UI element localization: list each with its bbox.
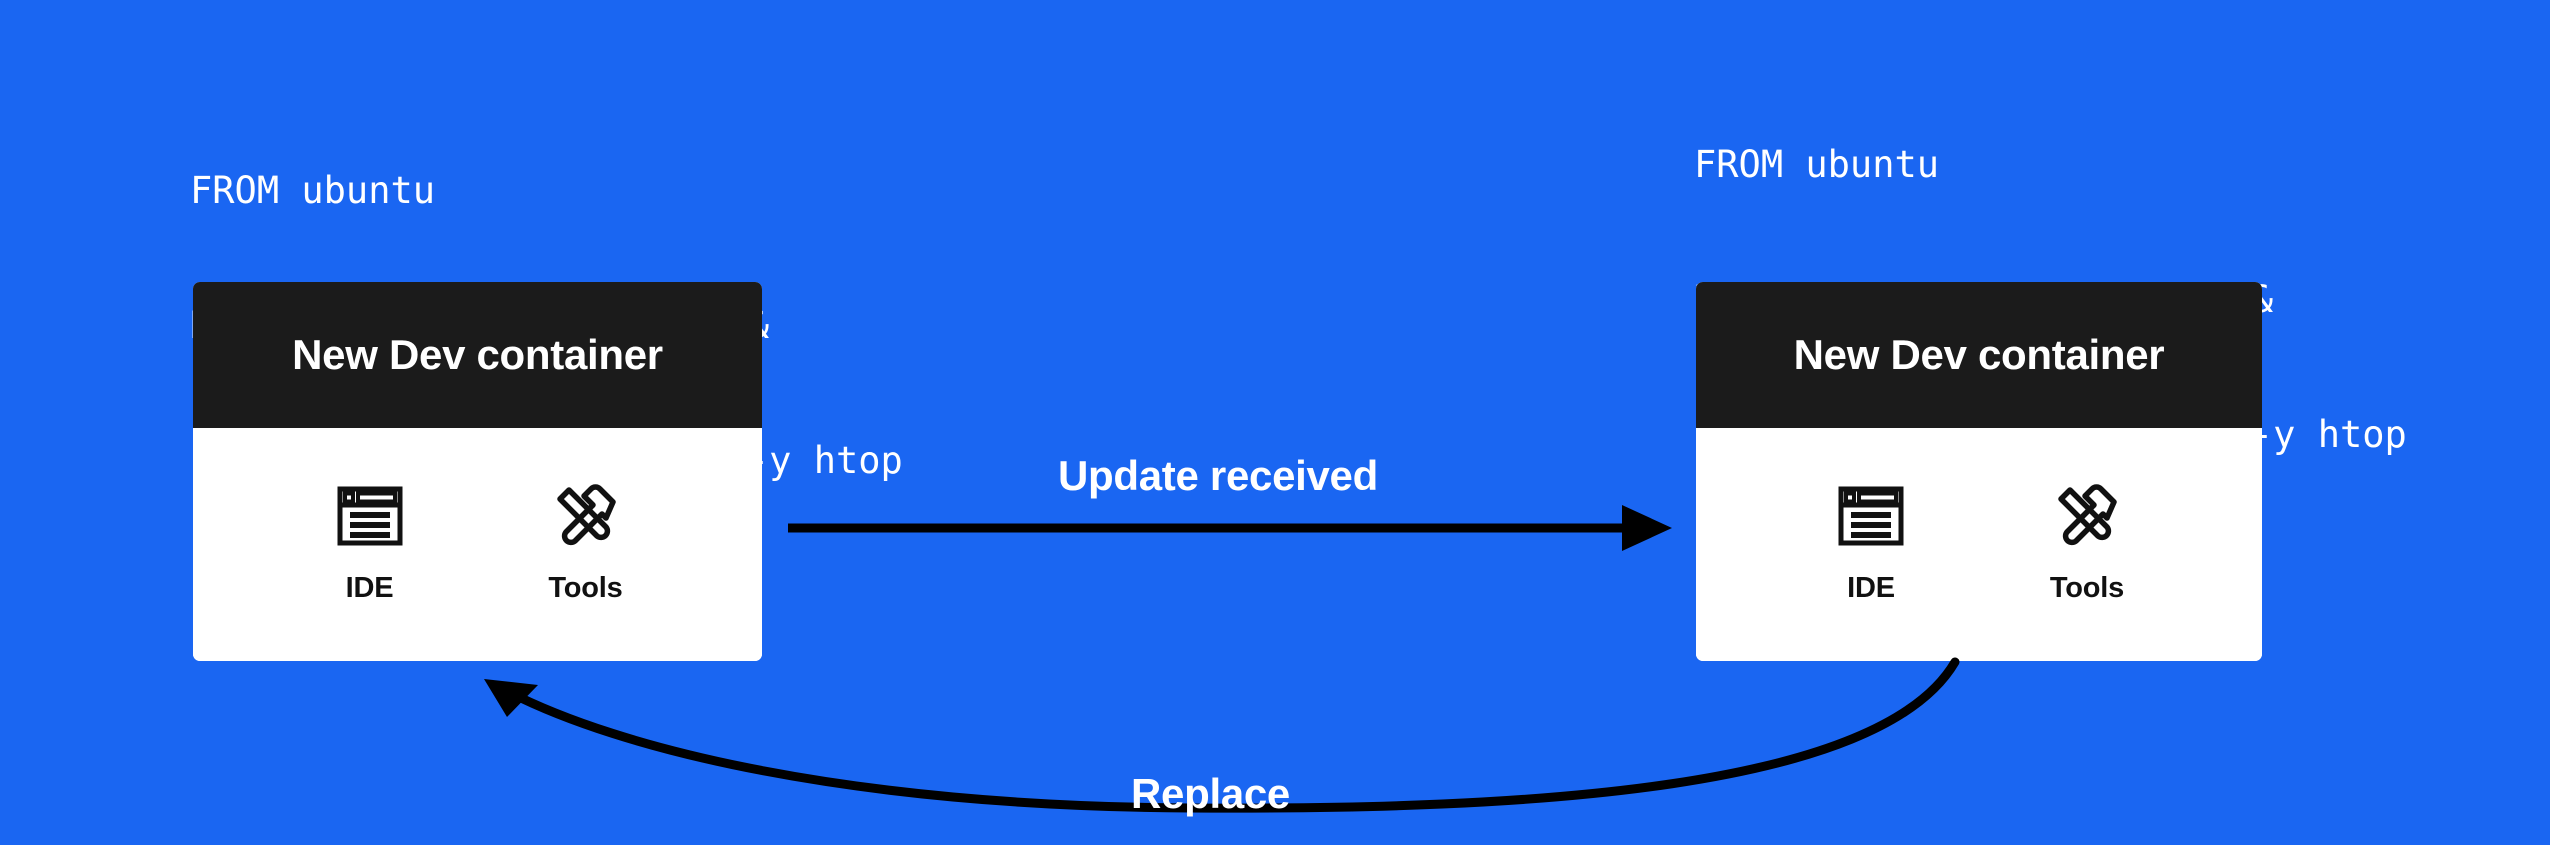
card-body: IDE Tools: [1696, 428, 2262, 661]
update-received-label: Update received: [1058, 452, 1378, 499]
dev-container-card-after[interactable]: New Dev container IDE: [1696, 282, 2262, 661]
code-line: FROM ubuntu: [190, 169, 436, 212]
card-header: New Dev container: [193, 282, 762, 428]
feature-tools[interactable]: Tools: [521, 480, 651, 605]
card-body: IDE Tools: [193, 428, 762, 661]
ide-window-icon: [334, 480, 406, 552]
card-title: New Dev container: [1793, 331, 2165, 378]
feature-ide[interactable]: IDE: [305, 480, 435, 605]
hammer-wrench-icon: [550, 480, 622, 552]
card-header: New Dev container: [1696, 282, 2262, 428]
ide-window-icon: [1835, 480, 1907, 552]
feature-ide[interactable]: IDE: [1806, 480, 1936, 605]
feature-label: Tools: [2049, 572, 2125, 604]
feature-label: IDE: [1847, 572, 1895, 604]
replace-label: Replace: [1131, 770, 1290, 817]
feature-tools[interactable]: Tools: [2022, 480, 2152, 605]
hammer-wrench-icon: [2051, 480, 2123, 552]
update-received-arrow: [788, 505, 1672, 551]
code-line: FROM ubuntu: [1694, 143, 1940, 186]
card-title: New Dev container: [292, 331, 663, 378]
feature-label: Tools: [548, 572, 623, 604]
feature-label: IDE: [345, 572, 394, 604]
dev-container-card-before[interactable]: New Dev container IDE: [193, 282, 762, 661]
